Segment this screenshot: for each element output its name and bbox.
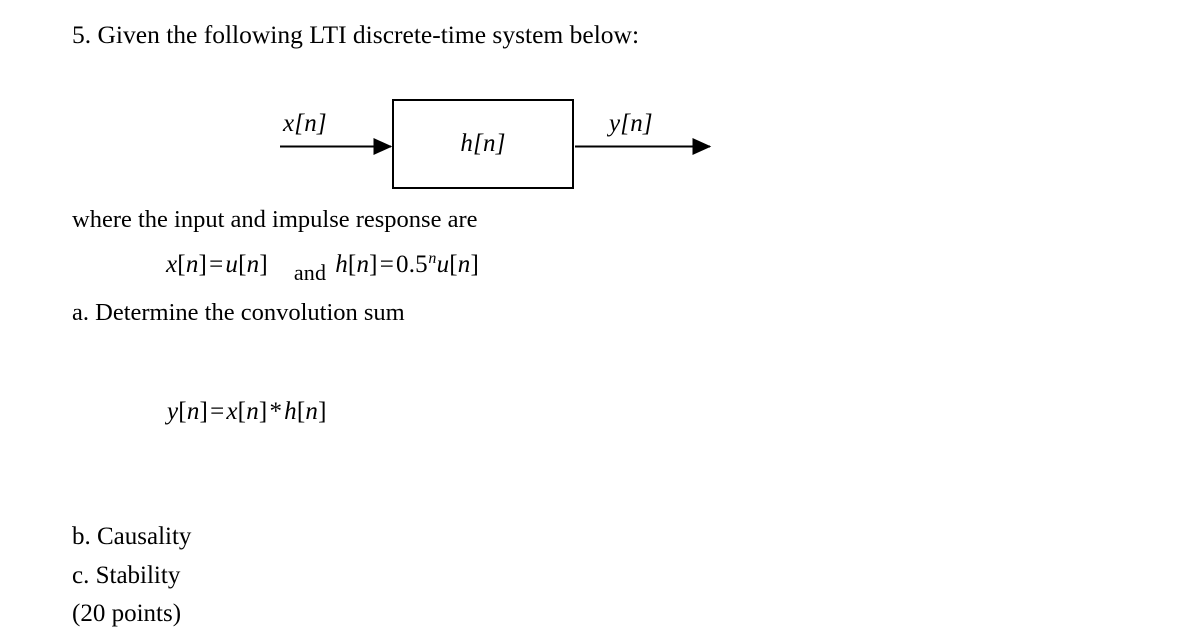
equals-sign: = [209, 251, 224, 278]
h-var-conv: h [284, 398, 297, 425]
convolution-equation: y[n]=x[n]*h[n] [167, 399, 327, 424]
x-close-bracket: ] [198, 251, 208, 278]
y-index: n [186, 398, 200, 425]
h-var: h [335, 251, 348, 278]
equals-sign-conv: = [210, 398, 225, 425]
system-block [392, 99, 574, 189]
u-var: u [225, 251, 239, 278]
where-description: where the input and impulse response are [72, 206, 478, 233]
h-close-bracket: ] [369, 251, 378, 278]
u-open-bracket-impulse: [ [449, 251, 458, 278]
system-block-label: h[n] [392, 130, 574, 158]
input-definition-equation: x[n]=u[n] [166, 251, 272, 278]
y-var: y [167, 398, 179, 425]
x-open-bracket-conv: [ [237, 398, 247, 425]
conjunction-and: and [293, 260, 327, 285]
h-open-bracket: [ [347, 251, 357, 278]
part-a-text: a. Determine the convolution sum [72, 299, 405, 326]
output-signal-label: y[n] [609, 110, 653, 137]
x-index-conv: n [246, 398, 259, 425]
x-var: x [166, 251, 178, 278]
h-index-conv: n [305, 398, 319, 425]
x-close-bracket-conv: ] [258, 398, 268, 425]
x-var-conv: x [226, 398, 238, 425]
h-index: n [356, 251, 370, 278]
points-text: (20 points) [72, 600, 182, 627]
y-open-bracket: [ [178, 398, 187, 425]
u-close-bracket-impulse: ] [470, 251, 480, 278]
h-open-bracket-conv: [ [296, 398, 306, 425]
h-close-bracket-conv: ] [318, 398, 327, 425]
u-index: n [246, 251, 260, 278]
u-open-bracket: [ [238, 251, 247, 278]
convolution-operator: * [269, 398, 283, 425]
impulse-definition-equation: h[n]=0.5nu[n] [335, 249, 480, 278]
u-close-bracket: ] [259, 251, 268, 278]
y-close-bracket: ] [199, 398, 209, 425]
exponent-n: n [428, 249, 437, 267]
base-value: 0.5 [396, 251, 428, 278]
u-var-impulse: u [436, 251, 450, 278]
x-index: n [185, 251, 199, 278]
input-signal-label: x[n] [283, 110, 327, 137]
question-title: 5. Given the following LTI discrete-time… [72, 20, 640, 49]
x-open-bracket: [ [177, 251, 186, 278]
part-c-text: c. Stability [72, 562, 181, 589]
equals-sign-impulse: = [379, 251, 394, 278]
block-label-var: h[n] [460, 130, 506, 157]
part-b-text: b. Causality [72, 523, 192, 550]
u-index-impulse: n [457, 251, 471, 278]
